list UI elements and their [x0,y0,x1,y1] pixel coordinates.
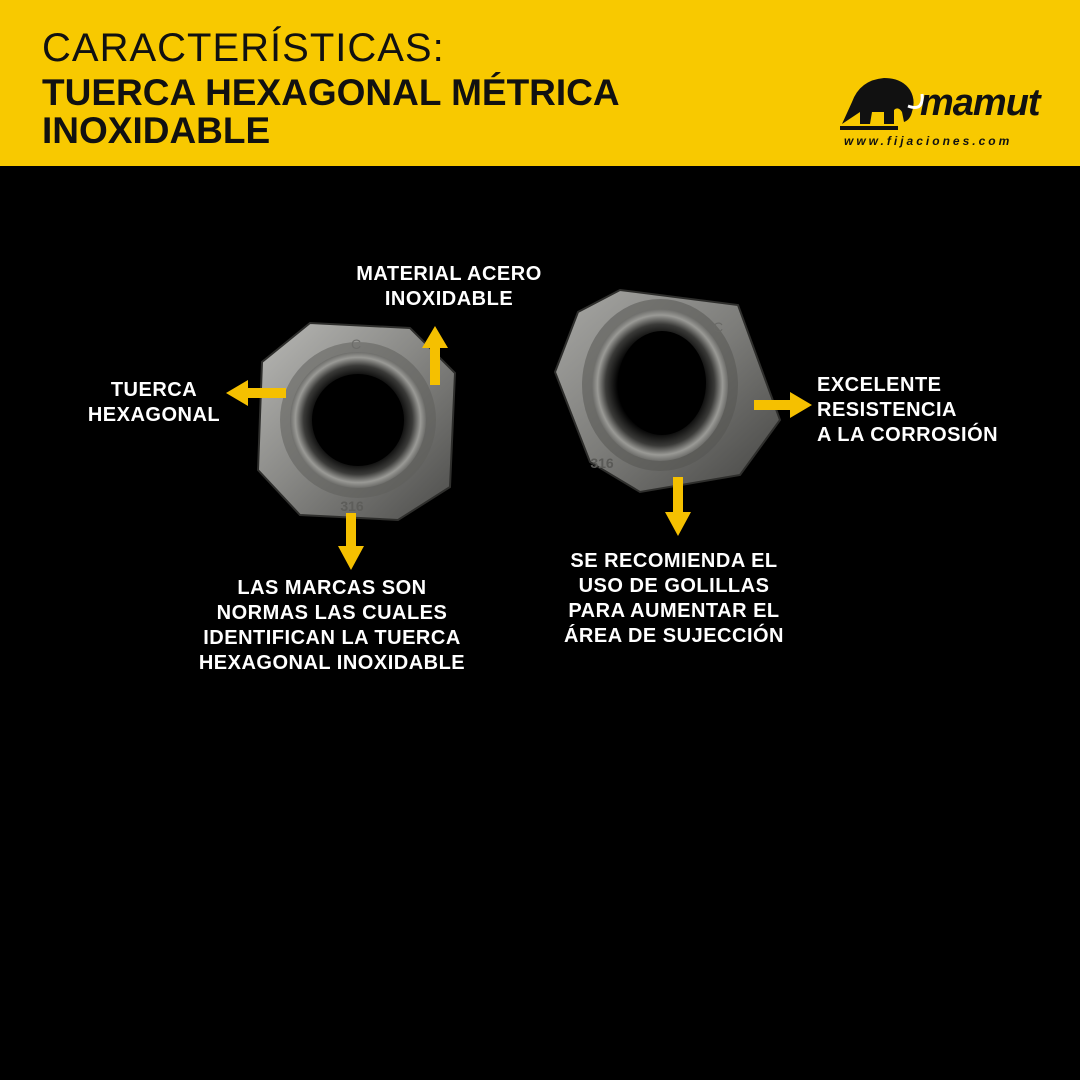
arrow-down-golillas [665,477,691,536]
header-kicker: CARACTERÍSTICAS: [42,26,445,70]
label-golillas: SE RECOMIENDA EL USO DE GOLILLAS PARA AU… [563,550,784,647]
left-nut-marking-bottom: 316 [340,498,364,514]
title-line-2: INOXIDABLE [42,110,271,151]
title-line-1: TUERCA HEXAGONAL MÉTRICA [42,72,620,113]
right-nut-image: C 316 [553,288,782,494]
header-banner: CARACTERÍSTICAS: TUERCA HEXAGONAL MÉTRIC… [0,0,1080,166]
brand-url: www.fijaciones.com [844,134,1013,148]
brand-logo: mamut www.fijaciones.com [838,72,1043,152]
right-nut-marking-top: C [713,319,723,335]
right-nut-marking-bottom: 316 [590,455,614,471]
label-hexagonal: TUERCA HEXAGONAL [87,379,221,426]
left-nut-image: C 316 [256,321,457,522]
label-marcas: LAS MARCAS SON NORMAS LAS CUALES IDENTIF… [198,577,466,674]
label-resistencia: EXCELENTE RESISTENCIA A LA CORROSIÓN [817,374,999,446]
brand-name: mamut [920,82,1041,124]
left-nut-marking-top: C [351,336,361,352]
arrow-up-material [422,326,448,385]
mammoth-icon [840,78,924,130]
header-title: TUERCA HEXAGONAL MÉTRICA INOXIDABLE [42,74,620,150]
label-material: MATERIAL ACERO INOXIDABLE [356,263,542,310]
arrow-left-hexagonal [226,380,286,406]
arrow-right-resistencia [754,392,812,418]
arrow-down-marcas [338,513,364,570]
